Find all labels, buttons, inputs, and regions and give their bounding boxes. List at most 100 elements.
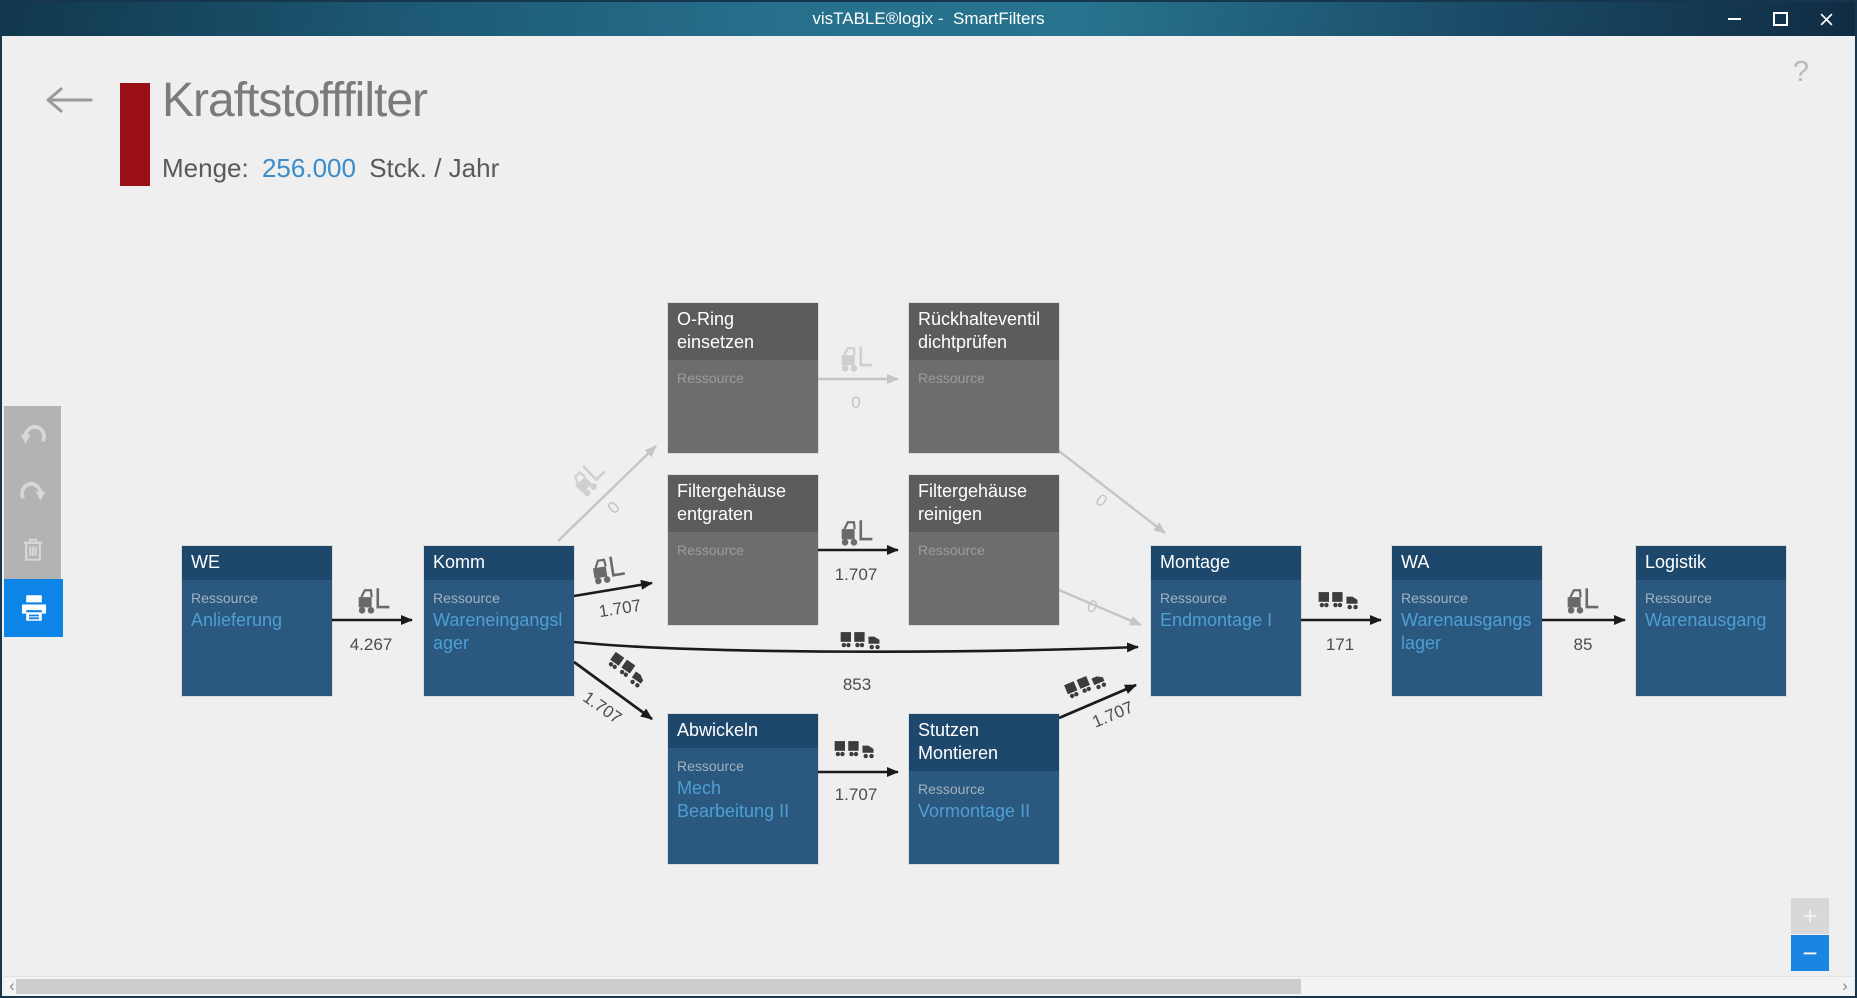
resource-value[interactable]: Warenausgang [1645, 610, 1767, 630]
tugger-train-icon[interactable] [834, 740, 878, 765]
titlebar: visTABLE®logix - SmartFilters [2, 2, 1855, 36]
node-body: Ressource Endmontage I [1151, 580, 1301, 696]
tugger-train-icon[interactable] [1318, 591, 1362, 616]
maximize-button[interactable] [1757, 2, 1803, 36]
edge-komm-montage[interactable] [573, 640, 1139, 653]
node-body: Ressource [668, 360, 818, 453]
resource-value[interactable]: Endmontage I [1160, 610, 1273, 630]
quantity-value[interactable]: 256.000 [261, 153, 356, 183]
delete-button[interactable] [4, 520, 61, 577]
forklift-icon[interactable] [1564, 586, 1600, 621]
node-title: WA [1392, 546, 1542, 580]
node-body: Ressource Vormontage II [909, 771, 1059, 864]
edge-reinigen-montage[interactable] [1058, 588, 1142, 627]
node-title: Filtergehäuse entgraten [668, 475, 818, 532]
resource-label: Ressource [918, 542, 985, 558]
resource-label: Ressource [433, 590, 500, 606]
back-arrow-icon [46, 87, 93, 113]
back-button[interactable] [42, 85, 94, 115]
resource-value[interactable]: Warenausgangslager [1401, 610, 1532, 653]
process-node-o-ring-einsetzen[interactable]: O-Ring einsetzen Ressource [668, 303, 818, 453]
zoom-out-button[interactable]: − [1791, 935, 1829, 971]
process-node-abwickeln[interactable]: Abwickeln Ressource Mech Bearbeitung II [668, 714, 818, 864]
quantity-label: Menge: [162, 153, 249, 183]
print-button[interactable] [4, 579, 63, 637]
node-body: Ressource Warenausgangslager [1392, 580, 1542, 696]
resource-value[interactable]: Vormontage II [918, 801, 1031, 821]
zoom-in-button[interactable]: + [1791, 898, 1829, 934]
window-title: visTABLE®logix - SmartFilters [812, 9, 1045, 28]
quantity-line: Menge: 256.000 Stck. / Jahr [162, 152, 499, 184]
node-body: Ressource Mech Bearbeitung II [668, 748, 818, 864]
forklift-icon[interactable] [838, 518, 874, 553]
forklift-icon[interactable] [355, 586, 391, 621]
node-title: Rückhalteventil dichtprüfen [909, 303, 1059, 360]
accent-bar [120, 83, 150, 186]
resource-label: Ressource [191, 590, 258, 606]
flow-quantity-label: 0 [851, 393, 861, 412]
process-node-montage[interactable]: Montage Ressource Endmontage I [1151, 546, 1301, 696]
edge-komm-oring[interactable] [557, 445, 657, 542]
process-node-we[interactable]: WE Ressource Anlieferung [182, 546, 332, 696]
resource-value[interactable]: Anlieferung [191, 610, 283, 630]
resource-value[interactable]: Wareneingangslager [433, 610, 563, 653]
scroll-right-icon[interactable]: › [1842, 976, 1848, 995]
close-icon [1820, 13, 1832, 25]
process-node-rueckhalteventil-dichtpruefen[interactable]: Rückhalteventil dichtprüfen Ressource [909, 303, 1059, 453]
node-body: Ressource [668, 532, 818, 625]
process-node-logistik[interactable]: Logistik Ressource Warenausgang [1636, 546, 1786, 696]
flow-quantity-label: 4.267 [349, 635, 393, 654]
help-button[interactable]: ? [1792, 56, 1810, 88]
edge-komm-entgraten[interactable] [573, 579, 653, 598]
process-node-filtergehaeuse-entgraten[interactable]: Filtergehäuse entgraten Ressource [668, 475, 818, 625]
redo-button[interactable] [4, 463, 61, 520]
node-body: Ressource [909, 532, 1059, 625]
flow-quantity-label: 171 [1325, 635, 1355, 654]
resource-label: Ressource [1401, 590, 1468, 606]
resource-label: Ressource [677, 370, 744, 386]
printer-icon [21, 595, 46, 621]
resource-label: Ressource [1645, 590, 1712, 606]
edge-komm-abwickeln[interactable] [573, 660, 653, 721]
trash-icon [23, 538, 42, 561]
maximize-icon [1772, 12, 1788, 26]
undo-button[interactable] [4, 406, 61, 463]
minimize-button[interactable] [1711, 2, 1757, 36]
forklift-icon[interactable] [587, 552, 628, 592]
node-title: Montage [1151, 546, 1301, 580]
minimize-icon [1727, 18, 1741, 20]
window-controls [1711, 2, 1849, 36]
flow-quantity-label: 1.707 [834, 565, 878, 584]
process-node-stutzen-montieren[interactable]: Stutzen Montieren Ressource Vormontage I… [909, 714, 1059, 864]
node-title: Komm [424, 546, 574, 580]
flow-quantity-label: 853 [842, 675, 872, 694]
redo-icon [19, 481, 45, 501]
edge-stutzen-montage[interactable] [1058, 683, 1137, 720]
h-scrollbar[interactable]: ‹ › [4, 976, 1853, 996]
scroll-left-icon[interactable]: ‹ [9, 976, 15, 995]
node-body: Ressource Anlieferung [182, 580, 332, 696]
node-body: Ressource [909, 360, 1059, 453]
quantity-unit: Stck. / Jahr [369, 153, 500, 183]
page-title: Kraftstofffilter [162, 74, 428, 127]
node-title: WE [182, 546, 332, 580]
undo-icon [20, 424, 46, 444]
node-title: O-Ring einsetzen [668, 303, 818, 360]
close-button[interactable] [1803, 2, 1849, 36]
node-title: Abwickeln [668, 714, 818, 748]
process-node-filtergehaeuse-reinigen[interactable]: Filtergehäuse reinigen Ressource [909, 475, 1059, 625]
tugger-train-icon[interactable] [840, 631, 884, 656]
h-scrollbar-thumb[interactable] [16, 979, 1301, 994]
edge-rueckhalteventil-montage[interactable] [1054, 447, 1166, 534]
resource-value[interactable]: Mech Bearbeitung II [677, 778, 790, 821]
process-node-wa[interactable]: WA Ressource Warenausgangslager [1392, 546, 1542, 696]
process-node-komm[interactable]: Komm Ressource Wareneingangslager [424, 546, 574, 696]
resource-label: Ressource [1160, 590, 1227, 606]
forklift-icon[interactable] [838, 344, 874, 379]
node-title: Stutzen Montieren [909, 714, 1059, 771]
flow-quantity-label: 85 [1573, 635, 1593, 654]
resource-label: Ressource [677, 542, 744, 558]
resource-label: Ressource [677, 758, 744, 774]
